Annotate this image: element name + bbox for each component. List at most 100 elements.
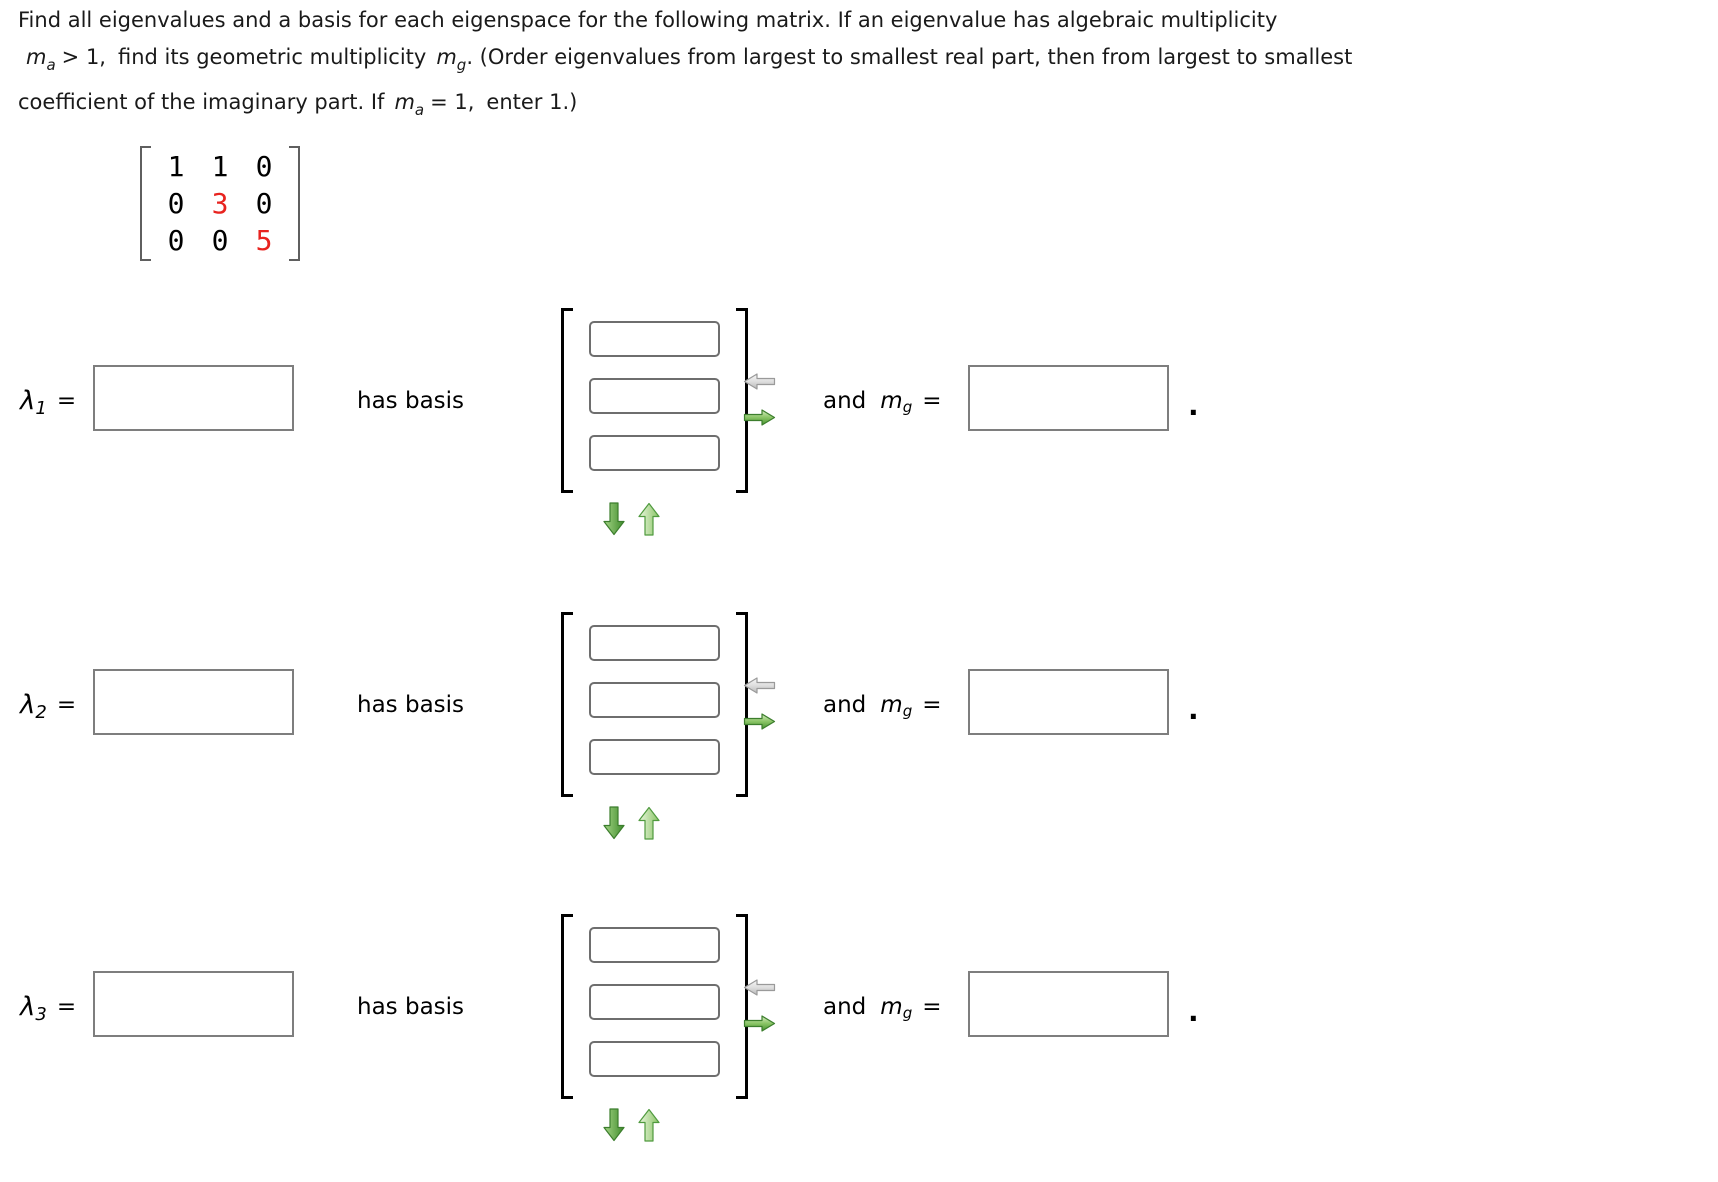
sentence-period: . [1188, 693, 1199, 726]
math-m: m [394, 90, 415, 114]
math-m: m [880, 691, 903, 718]
vector-left-bracket [561, 914, 573, 1099]
vector3-entry1-input[interactable] [589, 927, 720, 963]
matrix-cell: 1 [167, 150, 185, 183]
lambda-subscript: 3 [35, 1004, 47, 1025]
matrix-left-bracket [140, 146, 151, 261]
vector-entries [573, 612, 736, 797]
vector-left-bracket [561, 612, 573, 797]
matrix-height-controls-3 [603, 1108, 660, 1142]
math-m: m [436, 45, 457, 69]
matrix-cell: 0 [167, 187, 185, 220]
equals-sign: = [56, 993, 77, 1020]
lambda-subscript: 2 [35, 702, 47, 723]
matrix-cell: 0 [167, 224, 185, 257]
vector-entries [573, 308, 736, 493]
math-m-sub-g: g [456, 56, 467, 74]
matrix-height-controls-1 [603, 502, 660, 536]
mg2-value-input[interactable] [968, 669, 1169, 735]
problem-text-line1: Find all eigenvalues and a basis for eac… [18, 8, 1277, 32]
has-basis-label: has basis [357, 691, 465, 718]
has-basis-label: has basis [357, 387, 465, 414]
basis-vector-3 [561, 914, 748, 1099]
problem-line2-seg2: find its geometric multiplicity [117, 45, 427, 69]
mg1-value-input[interactable] [968, 365, 1169, 431]
matrix-cell: 3 [211, 187, 229, 220]
vector-right-bracket [736, 914, 748, 1099]
problem-line3-seg1: coefficient of the imaginary part. If [18, 90, 385, 114]
math-m: m [26, 45, 47, 69]
matrix-width-controls-2 [743, 676, 776, 731]
lambda-subscript: 1 [35, 398, 47, 419]
math-m-sub-g: g [902, 397, 913, 416]
lambda-symbol: λ [20, 689, 36, 720]
matrix-right-bracket [289, 146, 300, 261]
grow-rows-arrow-icon[interactable] [638, 806, 660, 840]
equals-sign: = [922, 387, 942, 414]
shrink-columns-arrow-icon[interactable] [743, 978, 776, 997]
grow-rows-arrow-icon[interactable] [638, 502, 660, 536]
lambda2-value-input[interactable] [93, 669, 294, 735]
matrix-cell: 1 [211, 150, 229, 183]
vector1-entry2-input[interactable] [589, 378, 720, 414]
matrix-width-controls-3 [743, 978, 776, 1033]
math-m: m [880, 993, 903, 1020]
problem-line2-seg1: > 1, [61, 45, 106, 69]
matrix-cell: 0 [255, 187, 273, 220]
vector-entries [573, 914, 736, 1099]
mg3-value-input[interactable] [968, 971, 1169, 1037]
problem-line1-text: Find all eigenvalues and a basis for eac… [18, 8, 1278, 32]
problem-line3-seg2: = 1, [430, 90, 475, 114]
sentence-period: . [1188, 389, 1199, 422]
shrink-columns-arrow-icon[interactable] [743, 372, 776, 391]
basis-vector-1 [561, 308, 748, 493]
shrink-rows-arrow-icon[interactable] [603, 502, 625, 536]
shrink-rows-arrow-icon[interactable] [603, 1108, 625, 1142]
vector3-entry2-input[interactable] [589, 984, 720, 1020]
lambda3-value-input[interactable] [93, 971, 294, 1037]
coefficient-matrix: 1 1 0 0 3 0 0 0 5 [140, 146, 300, 261]
math-m-sub-g: g [902, 1003, 913, 1022]
matrix-grid: 1 1 0 0 3 0 0 0 5 [151, 146, 289, 261]
vector2-entry2-input[interactable] [589, 682, 720, 718]
equals-sign: = [922, 993, 942, 1020]
lambda-symbol: λ [20, 991, 36, 1022]
equals-sign: = [922, 691, 942, 718]
vector-right-bracket [736, 308, 748, 493]
vector1-entry1-input[interactable] [589, 321, 720, 357]
grow-columns-arrow-icon[interactable] [743, 712, 776, 731]
matrix-width-controls-1 [743, 372, 776, 427]
shrink-columns-arrow-icon[interactable] [743, 676, 776, 695]
vector-right-bracket [736, 612, 748, 797]
grow-columns-arrow-icon[interactable] [743, 1014, 776, 1033]
math-m-sub-g: g [902, 701, 913, 720]
equals-sign: = [56, 387, 77, 414]
vector1-entry3-input[interactable] [589, 435, 720, 471]
math-m: m [880, 387, 903, 414]
vector2-entry1-input[interactable] [589, 625, 720, 661]
sentence-period: . [1188, 995, 1199, 1028]
vector2-entry3-input[interactable] [589, 739, 720, 775]
and-text: and [823, 993, 867, 1020]
grow-rows-arrow-icon[interactable] [638, 1108, 660, 1142]
vector3-entry3-input[interactable] [589, 1041, 720, 1077]
shrink-rows-arrow-icon[interactable] [603, 806, 625, 840]
grow-columns-arrow-icon[interactable] [743, 408, 776, 427]
basis-vector-2 [561, 612, 748, 797]
vector-left-bracket [561, 308, 573, 493]
and-text: and [823, 691, 867, 718]
lambda1-value-input[interactable] [93, 365, 294, 431]
math-m-sub-a: a [46, 56, 56, 74]
